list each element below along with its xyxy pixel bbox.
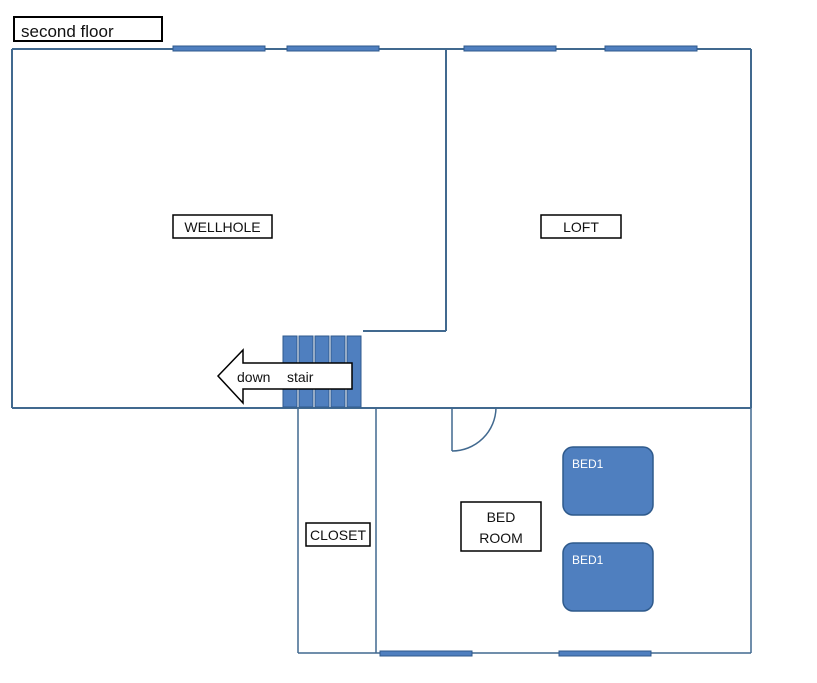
bedroom-label-line2: ROOM [479,530,523,546]
wellhole-label-box [172,214,273,239]
window [604,45,698,52]
door-swing-icon [451,407,497,452]
windows [172,45,698,657]
upper-walls [11,48,752,409]
bed [562,542,654,612]
window [286,45,380,52]
closet-label: CLOSET [310,527,366,543]
window [463,45,557,52]
arrow-label-down: down [237,369,270,385]
lower-walls [297,408,752,654]
bed-label: BED1 [572,553,604,567]
wellhole-label: WELLHOLE [184,219,260,235]
bedroom-label-box [460,501,542,552]
floor-label: second floor [21,22,114,41]
window [558,650,652,657]
window [379,650,473,657]
down-arrow-icon [216,348,353,405]
closet-label-box [305,522,371,547]
bed-label: BED1 [572,457,604,471]
arrow-label-stair: stair [287,369,314,385]
bed [562,446,654,516]
window [172,45,266,52]
bedroom-label-line1: BED [487,509,516,525]
loft-label-box [540,214,622,239]
floor-label-box [13,16,163,42]
loft-label: LOFT [563,219,599,235]
